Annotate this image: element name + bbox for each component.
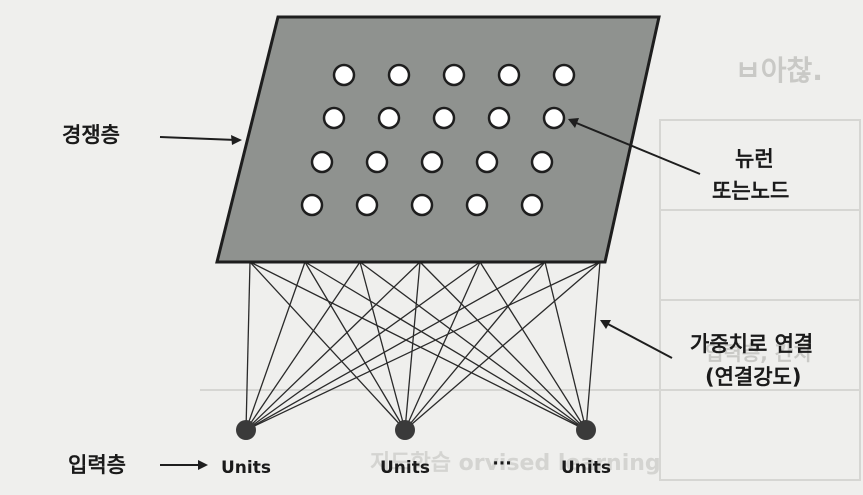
neuron-node (552, 63, 576, 87)
weight-line (359, 261, 406, 431)
weight-line (245, 261, 306, 431)
weight-line (404, 261, 481, 431)
weights-pointer (600, 320, 673, 359)
weight-line (249, 261, 406, 431)
weight-connections (245, 261, 601, 431)
neuron-label-line2: 또는노드 (712, 179, 789, 203)
neuron-node (322, 106, 346, 130)
neuron-node (377, 106, 401, 130)
units-ellipsis: ··· (492, 454, 511, 474)
weight-line (245, 261, 421, 431)
weights-label-line1: 가중치로 연결 (690, 332, 813, 356)
input-unit (395, 420, 415, 440)
input-layer-pointer (160, 460, 208, 470)
competitive-layer-plane (215, 15, 661, 264)
weights-label-line2: (연결강도) (705, 365, 801, 389)
neuron-node (530, 150, 554, 174)
weight-line (245, 261, 251, 431)
neuron-node (410, 193, 434, 217)
neuron-node (442, 63, 466, 87)
weight-line (245, 261, 546, 431)
weight-line (585, 261, 601, 431)
weight-line (544, 261, 587, 431)
weight-line (249, 261, 587, 431)
input-layer-label: 입력층 (68, 453, 126, 477)
neuron-node (520, 193, 544, 217)
neuron-node (355, 193, 379, 217)
weight-line (479, 261, 587, 431)
neuron-grid (300, 63, 576, 217)
units-label: Units (380, 458, 430, 478)
neuron-pointer (568, 118, 701, 175)
neuron-node (497, 63, 521, 87)
neuron-label-line1: 뉴런 (735, 147, 774, 171)
neuron-node (542, 106, 566, 130)
weight-line (304, 261, 587, 431)
weight-line (359, 261, 587, 431)
input-unit (236, 420, 256, 440)
background-table: ㅂ아찮. 입력층, 간치 지도학습 orvised learning (200, 54, 861, 481)
neuron-node (465, 193, 489, 217)
neuron-node (432, 106, 456, 130)
neuron-node (300, 193, 324, 217)
neuron-node (487, 106, 511, 130)
competitive-layer-label: 경쟁층 (62, 123, 120, 147)
neuron-node (387, 63, 411, 87)
weight-line (304, 261, 406, 431)
background-row-text: 지도학습 orvised learning (370, 451, 661, 476)
neuron-node (475, 150, 499, 174)
weight-line (245, 261, 481, 431)
background-row-text: 입력층, 간치 (705, 341, 812, 365)
background-header-text: ㅂ아찮. (735, 54, 823, 87)
neuron-node (420, 150, 444, 174)
input-units (236, 420, 596, 440)
weight-line (245, 261, 361, 431)
weight-line (404, 261, 421, 431)
neuron-node (332, 63, 356, 87)
neuron-node (365, 150, 389, 174)
competitive-layer-pointer (159, 135, 242, 145)
input-unit (576, 420, 596, 440)
units-label: Units (221, 458, 271, 478)
units-label: Units (561, 458, 611, 478)
weight-line (245, 261, 601, 431)
weight-line (404, 261, 546, 431)
neuron-node (310, 150, 334, 174)
weight-line (419, 261, 587, 431)
